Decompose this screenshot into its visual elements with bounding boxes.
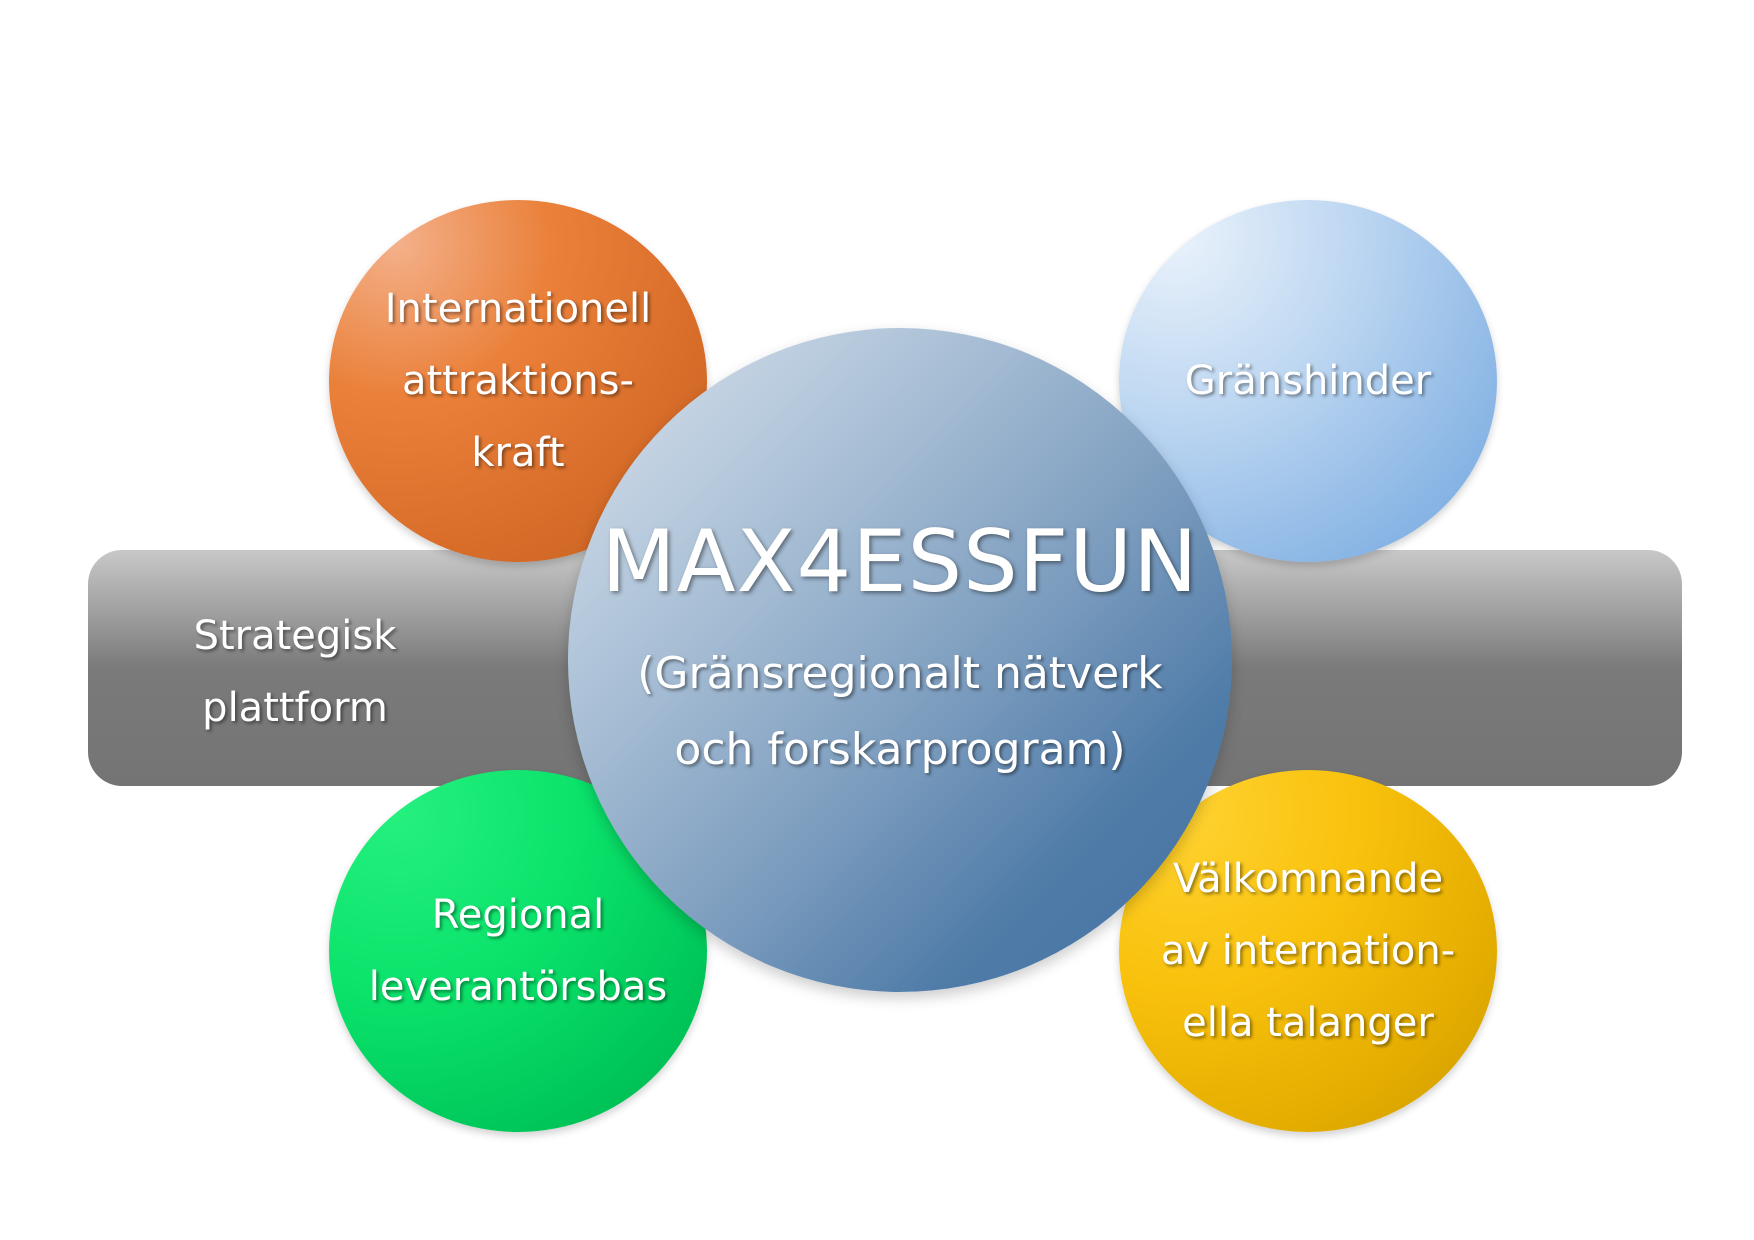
strategic-platform-label: Strategisk plattform bbox=[193, 613, 397, 731]
center-subtitle: (Gränsregionalt nätverk och forskarprogr… bbox=[637, 648, 1163, 775]
center-bubble: MAX4ESSFUN (Gränsregionalt nätverk och f… bbox=[568, 328, 1232, 992]
bubble-international-attraction-label: Internationell attraktions- kraft bbox=[384, 286, 652, 476]
bubble-border-obstacles-label: Gränshinder bbox=[1184, 358, 1432, 404]
bubble-welcoming-talent-label: Välkomnande av internation- ella talange… bbox=[1160, 856, 1456, 1046]
bubble-international-attraction: Internationell attraktions- kraft bbox=[329, 200, 707, 562]
center-title: MAX4ESSFUN bbox=[601, 512, 1199, 612]
bubble-regional-supplier-base-label: Regional leverantörsbas bbox=[368, 892, 668, 1010]
